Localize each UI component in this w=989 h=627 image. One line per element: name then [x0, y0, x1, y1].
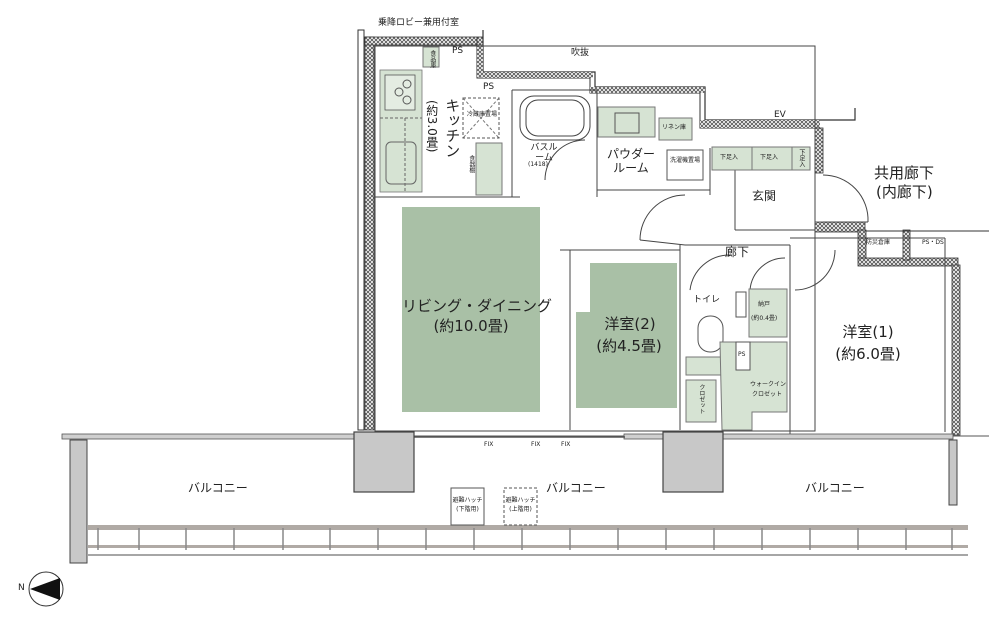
ps-label-2: PS — [483, 82, 495, 92]
room1-label: 洋室(1) — [842, 323, 894, 341]
walk-in-closet-label-1: ウォークイン — [750, 381, 787, 388]
balcony-label-1: バルコニー — [188, 481, 248, 495]
kitchen-size: (約3.0畳) — [424, 100, 439, 153]
compass-icon — [28, 571, 64, 607]
walk-in-closet-label-2: クロゼット — [752, 391, 783, 398]
fix-window-3: FIX — [561, 441, 571, 448]
hallway-label: 廊下 — [725, 245, 750, 259]
linen-label: リネン庫 — [662, 124, 687, 131]
toilet-label: トイレ — [693, 295, 721, 305]
pantry-label: 食品庫 — [428, 50, 436, 68]
balcony-structure — [61, 431, 989, 564]
escape-hatch-2-line1: 避難ハッチ — [505, 497, 536, 504]
shoe-cabinet-3: 下足入 — [797, 149, 805, 167]
room2-label: 洋室(2) — [604, 315, 656, 333]
fridge-label: 冷蔵庫置場 — [466, 111, 497, 118]
escape-hatch-1-line2: (下階用) — [456, 506, 479, 513]
bath-size: (1418) — [528, 161, 548, 168]
compass-north-label: N — [18, 583, 25, 593]
fix-window-2: FIX — [531, 441, 541, 448]
powder-room-label: パウダールーム — [606, 147, 655, 175]
balcony-label-3: バルコニー — [805, 481, 865, 495]
room-fills — [379, 46, 811, 431]
shoe-cabinet-2: 下足入 — [760, 154, 779, 161]
storage-closet-size: (約0.4畳) — [751, 315, 778, 322]
cupboard-label: 食器棚 — [467, 155, 475, 173]
ps-ds-label: PS・DS — [922, 239, 944, 246]
escape-hatch-1-line1: 避難ハッチ — [452, 497, 483, 504]
lobby-label: 乗降ロビー兼用付室 — [378, 18, 460, 28]
escape-hatch-2-line2: (上階用) — [509, 506, 532, 513]
ps-label-3: PS — [738, 351, 746, 358]
inner-corridor-label: (内廊下) — [876, 183, 933, 201]
entrance-label: 玄関 — [752, 189, 777, 203]
living-dining-label: リビング・ダイニング — [402, 297, 553, 315]
outer-walls — [357, 29, 989, 436]
balcony-label-2: バルコニー — [546, 481, 606, 495]
room2-size: (約4.5畳) — [596, 337, 662, 355]
ev-label: EV — [774, 110, 786, 120]
void-label: 吹抜 — [571, 48, 590, 58]
storage-closet-label: 納戸 — [758, 301, 771, 308]
disaster-storage-label: 防災倉庫 — [866, 239, 891, 246]
living-dining-size: (約10.0畳) — [433, 317, 509, 335]
ps-label-1: PS — [452, 46, 464, 56]
room1-size: (約6.0畳) — [835, 345, 901, 363]
common-corridor-label: 共用廊下 — [874, 164, 935, 182]
interior-walls — [374, 45, 946, 435]
bath-label: バスルーム — [530, 143, 558, 164]
kitchen-label: キッチン — [443, 98, 462, 158]
shoe-cabinet-1: 下足入 — [720, 154, 739, 161]
fix-window-1: FIX — [484, 441, 494, 448]
closet-label: クロゼット — [697, 384, 705, 414]
washer-label: 洗濯機置場 — [669, 157, 700, 164]
